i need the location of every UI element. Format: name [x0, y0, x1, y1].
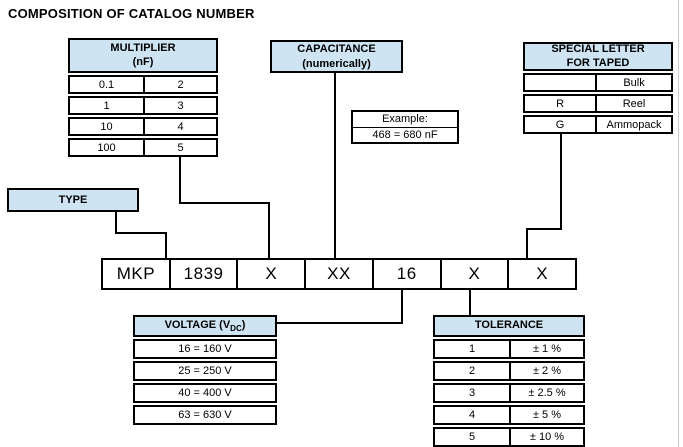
multiplier-table: MULTIPLIER (nF) 0.1 2 1 3 10 4 — [68, 38, 218, 157]
voltage-value-cell: 25 = 250 V — [178, 365, 232, 377]
connector-tolerance-v — [469, 288, 471, 316]
table-row: 4 ± 5 % — [433, 405, 585, 425]
connector-voltage-h — [277, 322, 403, 324]
example-label: Example: — [382, 113, 428, 126]
catalog-number-row: MKP 1839 X XX 16 X X — [101, 258, 577, 290]
catalog-cell-multiplier: X — [236, 260, 305, 288]
page-frame-edge — [678, 0, 679, 447]
connector-multiplier-v2 — [268, 202, 270, 259]
catalog-cell-tolerance: X — [439, 260, 508, 288]
multiplier-code-cell: 4 — [143, 119, 216, 134]
voltage-rows: 16 = 160 V 25 = 250 V 40 = 400 V 63 = 63… — [133, 339, 277, 425]
multiplier-value-cell: 0.1 — [98, 78, 115, 91]
tolerance-code-cell: 4 — [468, 409, 476, 421]
tolerance-code-cell: 5 — [468, 431, 476, 443]
table-row: 2 ± 2 % — [433, 361, 585, 381]
capacitance-label-line2: (numerically) — [302, 57, 371, 70]
multiplier-value-cell: 10 — [100, 120, 113, 133]
tolerance-value-cell: ± 10 % — [509, 429, 583, 445]
special-letter-table-header: SPECIAL LETTER FOR TAPED — [523, 42, 673, 71]
connector-type-h — [115, 232, 167, 234]
table-row: R Reel — [523, 94, 673, 113]
tolerance-code-cell: 1 — [468, 343, 476, 355]
catalog-cell-capacitance: XX — [304, 260, 372, 288]
special-letter-packing-cell: Bulk — [595, 75, 671, 90]
example-box: Example: 468 = 680 nF — [351, 110, 459, 144]
special-letter-code-cell — [525, 75, 595, 90]
multiplier-rows: 0.1 2 1 3 10 4 100 5 — [68, 75, 218, 157]
tolerance-value-cell: ± 2 % — [509, 363, 583, 379]
voltage-value-cell: 63 = 630 V — [178, 409, 232, 421]
multiplier-title-line1: MULTIPLIER — [110, 41, 176, 54]
connector-type-v1 — [115, 210, 117, 234]
catalog-cell-type: MKP — [103, 260, 169, 288]
tolerance-value-cell: ± 1 % — [509, 341, 583, 357]
table-row: 100 5 — [68, 138, 218, 157]
tolerance-title: TOLERANCE — [474, 319, 544, 332]
tolerance-rows: 1 ± 1 % 2 ± 2 % 3 ± 2.5 % 4 ± 5 % — [433, 339, 585, 447]
voltage-title-suffix: ) — [241, 319, 246, 332]
table-row: 1 ± 1 % — [433, 339, 585, 359]
table-row: 0.1 2 — [68, 75, 218, 94]
special-letter-title-line1: SPECIAL LETTER — [551, 42, 645, 55]
connector-capacitance-v — [334, 71, 336, 259]
table-row: 5 ± 10 % — [433, 427, 585, 447]
multiplier-code-cell: 2 — [143, 77, 216, 92]
connector-special-v2 — [526, 228, 528, 259]
page-title: COMPOSITION OF CATALOG NUMBER — [8, 6, 255, 21]
multiplier-code-cell: 3 — [143, 98, 216, 113]
table-row: 25 = 250 V — [133, 361, 277, 381]
connector-type-v2 — [165, 232, 167, 259]
catalog-cell-special-letter: X — [507, 260, 576, 288]
table-row: 10 4 — [68, 117, 218, 136]
capacitance-label-line1: CAPACITANCE — [297, 43, 376, 56]
type-box: TYPE — [7, 188, 139, 212]
special-letter-code-cell: R — [556, 97, 565, 110]
table-row: 16 = 160 V — [133, 339, 277, 359]
connector-multiplier-h — [179, 202, 270, 204]
table-row: 3 ± 2.5 % — [433, 383, 585, 403]
table-row: Bulk — [523, 73, 673, 92]
tolerance-code-cell: 2 — [468, 365, 476, 377]
voltage-title-subscript: DC — [230, 323, 242, 333]
special-letter-rows: Bulk R Reel G Ammopack — [523, 73, 673, 134]
catalog-cell-series: 1839 — [168, 260, 237, 288]
multiplier-table-header: MULTIPLIER (nF) — [68, 38, 218, 73]
table-row: G Ammopack — [523, 115, 673, 134]
table-row: 1 3 — [68, 96, 218, 115]
multiplier-code-cell: 5 — [143, 140, 216, 155]
voltage-value-cell: 40 = 400 V — [178, 387, 232, 399]
connector-special-h — [526, 228, 562, 230]
multiplier-title-line2: (nF) — [132, 55, 154, 68]
connector-special-v1 — [560, 133, 562, 230]
example-value: 468 = 680 nF — [353, 126, 457, 143]
table-row: 63 = 630 V — [133, 405, 277, 425]
table-row: 40 = 400 V — [133, 383, 277, 403]
connector-voltage-v — [401, 288, 403, 324]
multiplier-value-cell: 100 — [97, 141, 116, 154]
tolerance-code-cell: 3 — [468, 387, 476, 399]
tolerance-value-cell: ± 5 % — [509, 407, 583, 423]
multiplier-value-cell: 1 — [103, 99, 110, 112]
type-label: TYPE — [58, 193, 88, 206]
voltage-title-prefix: VOLTAGE (V — [164, 319, 231, 332]
voltage-value-cell: 16 = 160 V — [178, 343, 232, 355]
connector-multiplier-v1 — [179, 155, 181, 204]
tolerance-table: TOLERANCE 1 ± 1 % 2 ± 2 % 3 ± 2.5 % — [433, 315, 585, 447]
tolerance-table-header: TOLERANCE — [433, 315, 585, 337]
catalog-cell-voltage: 16 — [371, 260, 440, 288]
special-letter-code-cell: G — [555, 118, 565, 131]
tolerance-value-cell: ± 2.5 % — [509, 385, 583, 401]
special-letter-packing-cell: Reel — [595, 96, 671, 111]
special-letter-title-line2: FOR TAPED — [566, 56, 630, 69]
capacitance-box: CAPACITANCE (numerically) — [270, 40, 403, 73]
special-letter-packing-cell: Ammopack — [595, 117, 671, 132]
special-letter-table: SPECIAL LETTER FOR TAPED Bulk R Reel G A… — [523, 42, 673, 134]
